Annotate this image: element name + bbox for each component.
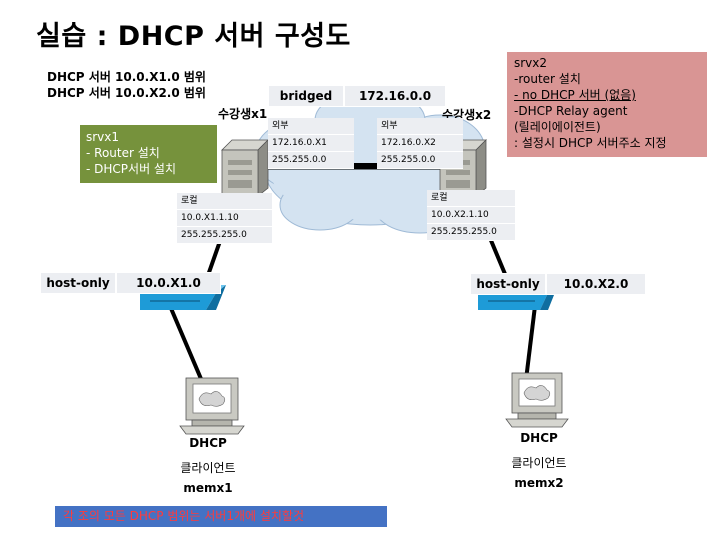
student1-name: 수강생x1 xyxy=(218,107,268,121)
client1-computer-icon xyxy=(179,377,245,435)
srvx1-note-box: srvx1 - Router 설치 - DHCP서버 설치 xyxy=(80,125,217,183)
student2-local-ip: 10.0.X2.1.10 xyxy=(427,207,515,224)
hostonly1-label: host-only xyxy=(40,272,116,294)
srvx2-line-1: srvx2 xyxy=(514,56,548,70)
student1-external-table: 외부 172.16.0.X1 255.255.0.0 xyxy=(268,118,354,169)
srvx2-line-2: -router 설치 xyxy=(514,72,581,86)
student2-external-mask: 255.255.0.0 xyxy=(377,152,463,169)
hostonly2-label: host-only xyxy=(470,273,546,295)
client2-kind: 클라이언트 xyxy=(511,456,567,470)
student2-local-label: 로컬 xyxy=(427,190,515,207)
client2-role: DHCP xyxy=(520,431,558,445)
srvx2-line-3: - no DHCP 서버 (없음) xyxy=(514,88,636,102)
client1-role: DHCP xyxy=(189,436,227,450)
student1-external-mask: 255.255.0.0 xyxy=(268,152,354,169)
hostonly2-network: 10.0.X2.0 xyxy=(546,273,646,295)
srvx2-line-4: -DHCP Relay agent xyxy=(514,104,628,118)
client2-name: memx2 xyxy=(514,476,564,490)
srvx1-line-1: srvx1 xyxy=(86,130,120,144)
student1-local-ip: 10.0.X1.1.10 xyxy=(177,210,272,227)
student2-external-table: 외부 172.16.0.X2 255.255.0.0 xyxy=(377,118,463,169)
student2-external-label: 외부 xyxy=(377,118,463,135)
hostonly1-network: 10.0.X1.0 xyxy=(116,272,221,294)
server1-icon xyxy=(221,139,269,197)
student2-external-ip: 172.16.0.X2 xyxy=(377,135,463,152)
range-note-1: DHCP 서버 10.0.X1.0 범위 xyxy=(47,70,206,84)
srvx1-line-3: - DHCP서버 설치 xyxy=(86,162,176,176)
student1-external-label: 외부 xyxy=(268,118,354,135)
student1-local-mask: 255.255.255.0 xyxy=(177,227,272,244)
srvx1-line-2: - Router 설치 xyxy=(86,146,160,160)
client1-kind: 클라이언트 xyxy=(180,461,236,475)
student2-local-table: 로컬 10.0.X2.1.10 255.255.255.0 xyxy=(427,190,515,241)
bridged-label: bridged xyxy=(268,85,344,107)
client2-computer-icon xyxy=(505,372,569,428)
dhcp-range-notes: DHCP 서버 10.0.X1.0 범위 DHCP 서버 10.0.X2.0 범… xyxy=(47,69,206,101)
client1-name: memx1 xyxy=(183,481,233,495)
student2-local-mask: 255.255.255.0 xyxy=(427,224,515,241)
srvx2-line-5: (릴레이에이전트) xyxy=(514,120,601,134)
range-note-2: DHCP 서버 10.0.X2.0 범위 xyxy=(47,86,206,100)
bridged-network: 172.16.0.0 xyxy=(344,85,446,107)
student1-local-table: 로컬 10.0.X1.1.10 255.255.255.0 xyxy=(177,193,272,244)
srvx2-line-6: : 설정시 DHCP 서버주소 지정 xyxy=(514,136,667,150)
srvx2-note-box: srvx2 -router 설치 - no DHCP 서버 (없음) -DHCP… xyxy=(507,52,707,157)
student1-external-ip: 172.16.0.X1 xyxy=(268,135,354,152)
footer-note: 각 조의 모든 DHCP 범위는 서버1개에 설치할것 xyxy=(55,506,387,527)
student1-local-label: 로컬 xyxy=(177,193,272,210)
page-title: 실습 : DHCP 서버 구성도 xyxy=(36,21,351,52)
